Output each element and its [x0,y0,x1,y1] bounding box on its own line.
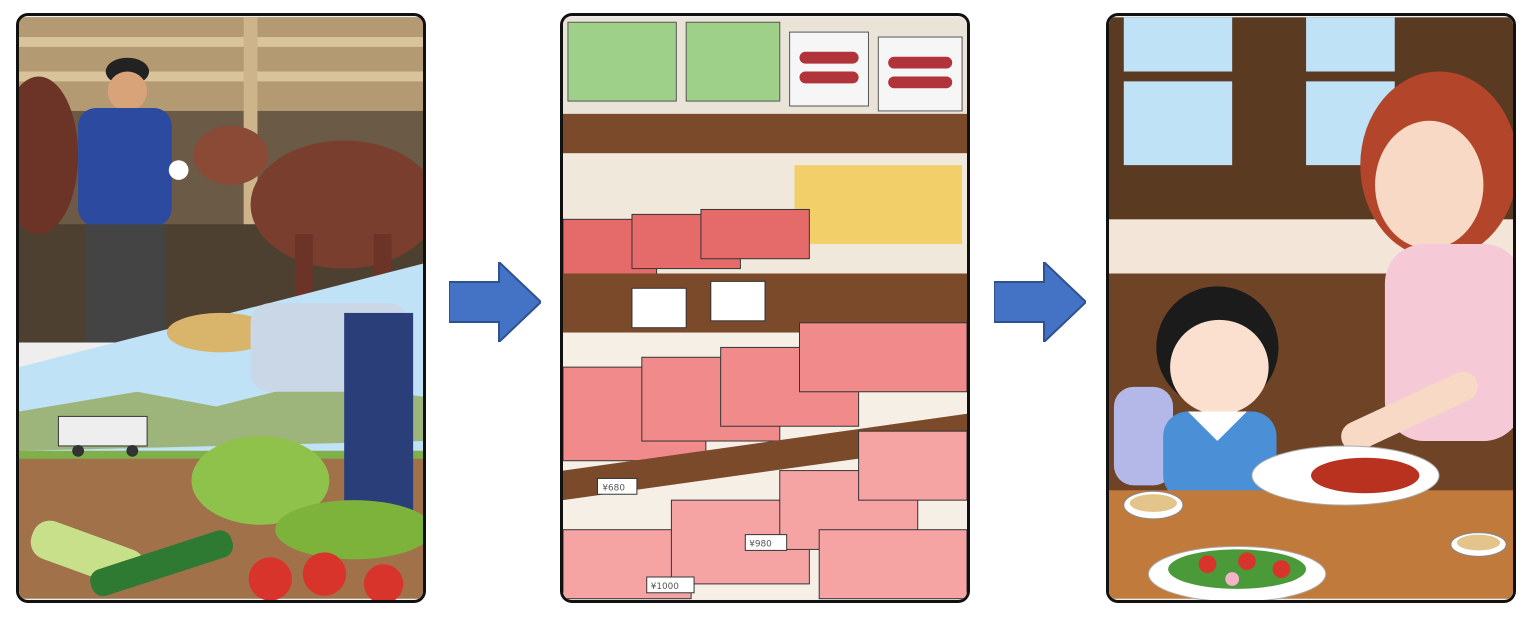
price-tag: ¥980 [744,534,788,551]
home-panel [1106,13,1516,603]
mother [1341,71,1513,452]
vegetables [30,436,423,600]
price-tag-label: ¥980 [749,539,772,549]
top-shelf [563,17,967,154]
price-tag-label: ¥1000 [651,582,680,592]
home-illustration [1109,17,1513,600]
curry-plate [1251,445,1440,506]
store-panel: ¥680 ¥980 ¥1000 [560,13,970,603]
price-tag-label: ¥680 [602,483,625,493]
middle-shelf [563,153,967,333]
salad-plate [1147,545,1327,600]
farm-illustration [19,17,423,600]
store-illustration: ¥680 ¥980 ¥1000 [563,17,967,600]
arrow-right-icon [994,262,1086,342]
farmer [166,303,414,510]
price-tag: ¥1000 [646,576,695,594]
rancher [78,57,189,343]
child [1113,286,1279,501]
arrow-right-icon [449,262,541,342]
price-tag: ¥680 [596,477,638,495]
soup-cup [1123,490,1507,557]
farm-panel [16,13,426,603]
lower-shelf [563,322,967,600]
truck [57,415,148,457]
